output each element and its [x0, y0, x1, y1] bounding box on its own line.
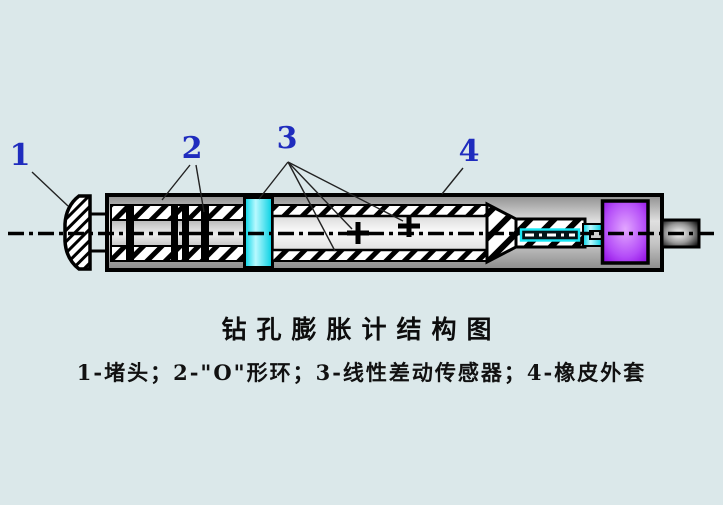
core-wall-bottom-hatch [271, 249, 488, 262]
leader-3d [287, 161, 404, 222]
core-wall-top-hatch [271, 204, 488, 217]
leader-3a [258, 161, 289, 200]
callout-number-3: 3 [276, 121, 298, 156]
callout-number-4: 4 [458, 134, 480, 169]
leader-2a [161, 164, 191, 201]
plug-stem [90, 212, 109, 253]
leader-1 [31, 171, 69, 207]
leader-2b [195, 164, 205, 213]
figure-legend: 1-堵头；2-"O"形环；3-线性差动传感器；4-橡皮外套 [76, 360, 647, 385]
callout-number-2: 2 [181, 131, 203, 166]
leader-3c [287, 161, 353, 230]
leader-lines [31, 161, 464, 252]
callout-number-1: 1 [9, 138, 31, 173]
figure-title: 钻孔膨胀计结构图 [221, 315, 502, 344]
leader-3b [287, 161, 336, 252]
leader-4 [441, 167, 464, 195]
